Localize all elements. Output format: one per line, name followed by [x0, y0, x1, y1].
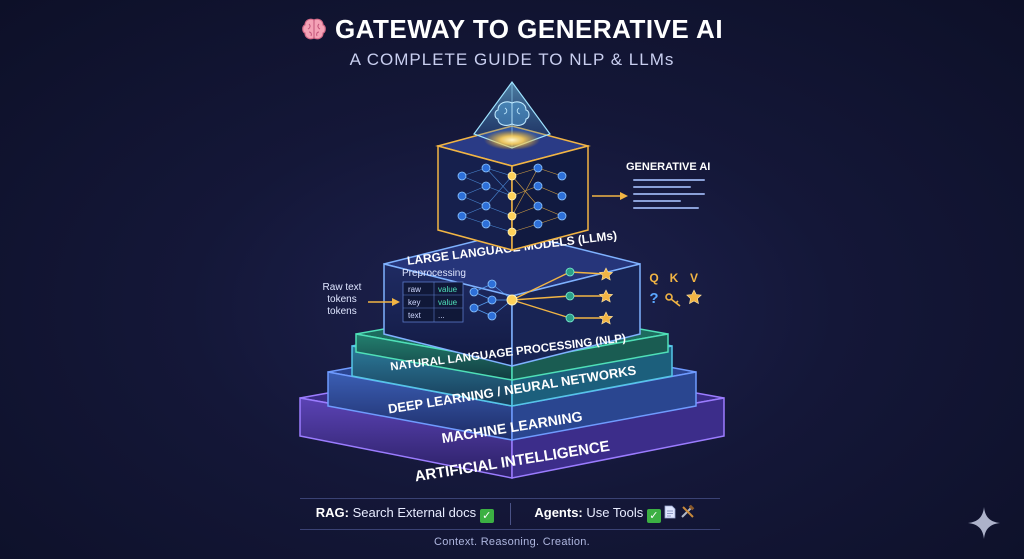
check-icon: ✓ [479, 509, 494, 523]
page-subtitle: A COMPLETE GUIDE TO NLP & LLMs [349, 50, 675, 69]
llm-network-nodes [457, 163, 567, 237]
rag-item: RAG: Search External docs ✓ [300, 505, 510, 523]
question-mark-icon: ? [649, 290, 658, 307]
footer-bar: RAG: Search External docs ✓ Agents: Use … [300, 498, 720, 530]
prep-row-3-value: ... [438, 311, 445, 320]
attention-lines [511, 271, 607, 319]
q-label: Q [649, 271, 658, 285]
agents-label: Agents: [534, 505, 583, 520]
sparkle-icon [968, 507, 1000, 539]
prep-row-3-key: text [408, 311, 422, 320]
document-icon [665, 505, 676, 519]
star-icon [686, 289, 702, 305]
preprocessing-panel: Preprocessing raw value key value text .… [402, 268, 466, 323]
qkv-legend: Q K V ? [649, 271, 702, 307]
agents-item: Agents: Use Tools ✓ [511, 504, 721, 523]
prep-row-2-key: key [408, 298, 420, 307]
generative-ai-output: GENERATIVE AI [592, 161, 710, 209]
star-icon [598, 311, 614, 325]
prep-row-1-value: value [438, 285, 458, 294]
agents-text: Use Tools [586, 505, 644, 520]
input-line-1: Raw text [323, 282, 362, 293]
title-text: GATEWAY TO GENERATIVE AI [334, 14, 724, 44]
star-icon [598, 289, 614, 303]
preprocessing-title: Preprocessing [402, 268, 466, 279]
raw-text-input: Raw text tokens tokens [323, 282, 400, 317]
check-icon: ✓ [646, 509, 661, 523]
star-icon [598, 267, 614, 281]
brain-icon [301, 14, 327, 45]
rag-label: RAG: [315, 505, 349, 520]
generated-text-icon [633, 179, 705, 209]
rag-text: Search External docs [352, 505, 477, 520]
footer-divider [509, 503, 511, 525]
key-icon [665, 293, 681, 307]
k-label: K [670, 271, 679, 285]
output-stars [598, 267, 614, 325]
v-label: V [690, 271, 698, 285]
generative-ai-cube [435, 80, 591, 251]
prism-brain-icon [494, 101, 530, 126]
prep-row-1-key: raw [408, 285, 421, 294]
tagline: Context. Reasoning. Creation. [433, 536, 591, 548]
generative-ai-label: GENERATIVE AI [626, 161, 710, 173]
input-line-3: tokens [327, 306, 356, 317]
nlp-nodes [469, 267, 575, 323]
input-line-2: tokens [327, 294, 356, 305]
tools-icon [681, 504, 695, 518]
prep-row-2-value: value [438, 298, 458, 307]
page-title: GATEWAY TO GENERATIVE AI [0, 14, 1024, 45]
